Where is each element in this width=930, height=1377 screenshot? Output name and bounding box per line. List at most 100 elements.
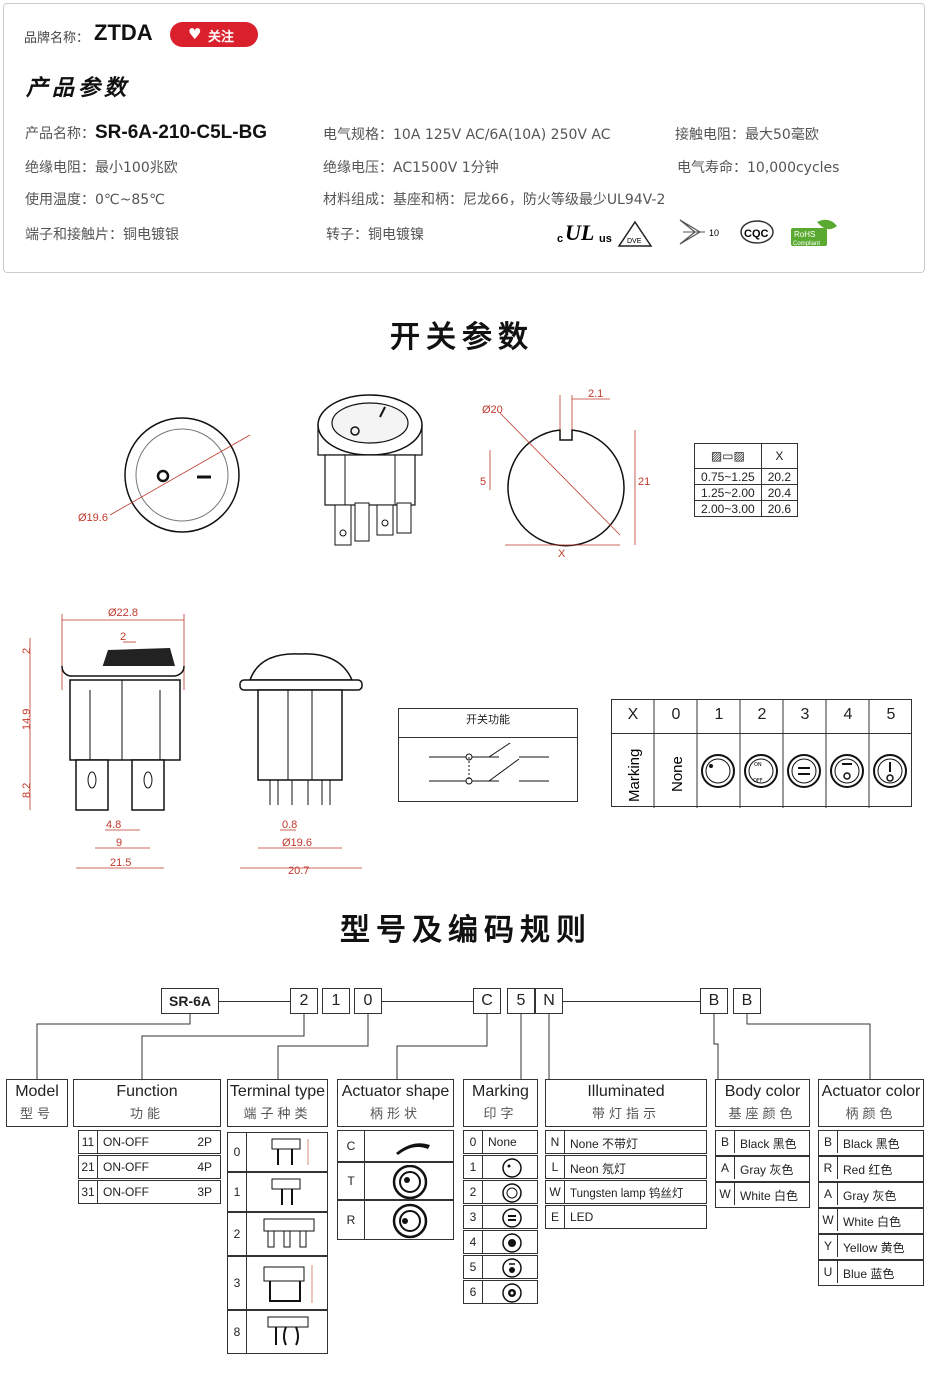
svg-text:RoHS: RoHS bbox=[794, 230, 815, 239]
marking-option: 5 bbox=[463, 1255, 538, 1279]
marking-symbol-5-icon bbox=[502, 1258, 522, 1278]
marking-col: 2 bbox=[757, 706, 767, 723]
terminal-option: 1 bbox=[227, 1172, 328, 1212]
terminal-drawing bbox=[271, 1178, 301, 1205]
x-value-cell: 20.2 bbox=[760, 468, 799, 485]
col-terminal-en: Terminal type bbox=[229, 1083, 326, 1100]
x-range-cell: 0.75~1.25 bbox=[694, 468, 762, 485]
actuator-rocker-icon bbox=[392, 1203, 428, 1239]
code-series: SR-6A bbox=[161, 988, 219, 1014]
spec-temperature: 使用温度：0℃~85℃ bbox=[25, 192, 165, 208]
col-body-color: Body color 基座颜色 bbox=[715, 1079, 810, 1127]
brand-name[interactable]: ZTDA bbox=[94, 20, 153, 45]
svg-text:14.9: 14.9 bbox=[21, 709, 33, 730]
col-illuminated-zh: 带灯指示 bbox=[591, 1106, 660, 1121]
svg-text:9: 9 bbox=[116, 837, 122, 849]
svg-text:Ø19.6: Ø19.6 bbox=[78, 512, 108, 524]
spec-insulation-resistance: 绝缘电阻：最小100兆欧 bbox=[25, 160, 178, 176]
actuator-flat-icon bbox=[396, 1143, 430, 1155]
marking-option: 6 bbox=[463, 1280, 538, 1304]
marking-x-label: X bbox=[627, 706, 639, 723]
code-char: 2 bbox=[290, 988, 318, 1014]
col-model-zh: 型号 bbox=[19, 1106, 54, 1121]
svg-text:2: 2 bbox=[120, 631, 126, 643]
spec-contact-resistance: 接触电阻：最大50毫欧 bbox=[675, 127, 819, 143]
svg-text:4.8: 4.8 bbox=[106, 819, 121, 831]
terminal-option: 3 bbox=[227, 1256, 328, 1310]
enec-10-icon: 10 bbox=[679, 219, 719, 245]
spec-electrical-life: 电气寿命：10,000cycles bbox=[677, 160, 840, 176]
col-marking-zh: 印字 bbox=[483, 1106, 518, 1121]
marking-symbol-3 bbox=[787, 754, 821, 788]
product-name-row: 产品名称：SR-6A-210-C5L-BG bbox=[25, 122, 267, 144]
end-view-drawing: 0.8 Ø19.6 20.7 bbox=[239, 653, 363, 877]
col-actuator: Actuator shape 柄形状 bbox=[337, 1079, 454, 1127]
spec-material: 材料组成：基座和柄：尼龙66，防火等级最少UL94V-2 bbox=[323, 192, 666, 208]
x-range-cell: 2.00~3.00 bbox=[694, 500, 762, 517]
spec-electrical: 电气规格：10A 125V AC/6A(10A) 250V AC bbox=[323, 127, 611, 143]
code-char: N bbox=[535, 988, 563, 1014]
actuator-option: T bbox=[337, 1162, 454, 1200]
side-view-drawing: Ø22.8 2 2 14.9 8.2 4.8 9 21.5 bbox=[21, 607, 185, 869]
col-actuator-en: Actuator shape bbox=[341, 1083, 450, 1100]
svg-text:OFF: OFF bbox=[753, 778, 763, 784]
code-char: 1 bbox=[322, 988, 350, 1014]
follow-button[interactable]: ♥ 关注 bbox=[170, 22, 258, 47]
marking-option: 4 bbox=[463, 1230, 538, 1254]
marking-option: 2 bbox=[463, 1180, 538, 1204]
terminal-option: 2 bbox=[227, 1212, 328, 1256]
marking-symbol-2-icon bbox=[502, 1183, 522, 1203]
x-range-cell: 1.25~2.00 bbox=[694, 484, 762, 501]
brand-label: 品牌名称： bbox=[24, 31, 90, 46]
cqc-icon: CQC bbox=[740, 220, 774, 244]
code-char: B bbox=[700, 988, 728, 1014]
marking-symbol-1 bbox=[701, 754, 735, 788]
col-model: Model 型号 bbox=[6, 1079, 68, 1127]
col-model-en: Model bbox=[15, 1083, 59, 1100]
panel-cutout-drawing: Ø20 2.1 5 21 X bbox=[480, 388, 650, 560]
marking-option: 3 bbox=[463, 1205, 538, 1229]
spec-rotor: 转子：铜电镀镍 bbox=[326, 227, 424, 243]
col-illuminated-en: Illuminated bbox=[587, 1083, 665, 1100]
svg-text:DVE: DVE bbox=[627, 238, 642, 245]
switch-function-label: 开关功能 bbox=[399, 709, 577, 738]
col-illuminated: Illuminated 带灯指示 bbox=[545, 1079, 707, 1127]
svg-text:21: 21 bbox=[638, 476, 650, 488]
marking-col: 4 bbox=[843, 706, 853, 723]
code-char: B bbox=[733, 988, 761, 1014]
terminal-drawing bbox=[263, 1265, 313, 1303]
code-char: C bbox=[473, 988, 501, 1014]
col-body-zh: 基座颜色 bbox=[728, 1106, 797, 1121]
svg-text:UL: UL bbox=[565, 220, 594, 245]
terminal-drawing bbox=[263, 1218, 315, 1248]
col-terminal-zh: 端子种类 bbox=[243, 1106, 312, 1121]
thickness-icon: ▨▭▨ bbox=[694, 443, 762, 469]
code-rules-title: 型号及编码规则 bbox=[340, 913, 592, 948]
svg-text:2: 2 bbox=[21, 648, 33, 654]
marking-symbol-6-icon bbox=[502, 1283, 522, 1303]
col-actcolor-en: Actuator color bbox=[821, 1083, 921, 1100]
terminal-drawing bbox=[267, 1316, 309, 1346]
svg-text:us: us bbox=[599, 233, 612, 245]
svg-text:10: 10 bbox=[709, 228, 719, 238]
rohs-compliant-icon: RoHS Compliant bbox=[791, 219, 837, 247]
svg-text:CQC: CQC bbox=[744, 228, 769, 240]
x-header: X bbox=[760, 443, 799, 469]
terminal-option: 8 bbox=[227, 1310, 328, 1354]
marking-none: None bbox=[669, 756, 686, 792]
svg-text:Ø20: Ø20 bbox=[482, 404, 503, 416]
switch-3d-drawing bbox=[317, 394, 423, 546]
col-body-en: Body color bbox=[724, 1083, 801, 1100]
col-marking-en: Marking bbox=[472, 1083, 529, 1100]
actuator-option: R bbox=[337, 1200, 454, 1240]
col-marking: Marking 印字 bbox=[463, 1079, 538, 1127]
svg-text:Ø22.8: Ø22.8 bbox=[108, 607, 138, 619]
code-connectors bbox=[36, 1014, 871, 1080]
